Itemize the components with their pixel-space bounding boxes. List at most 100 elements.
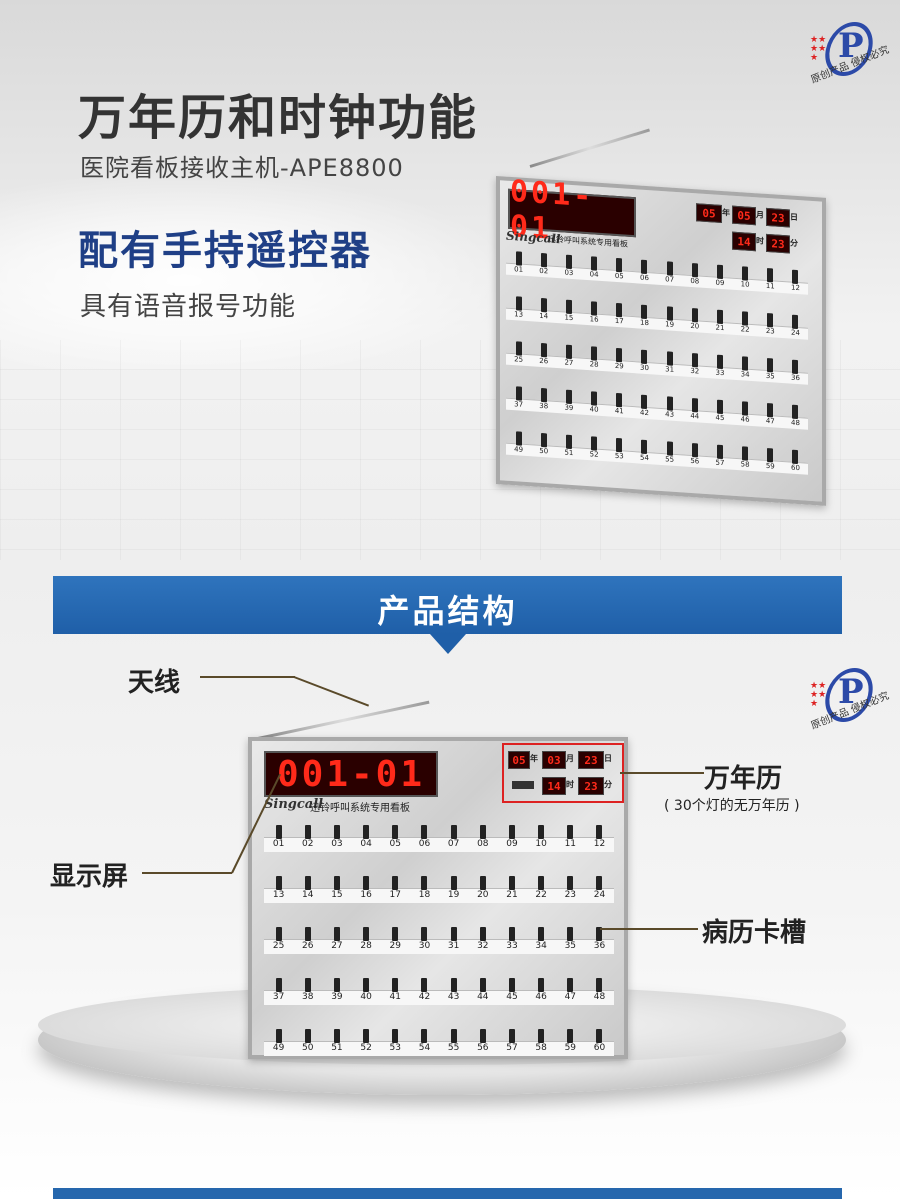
card-slot[interactable]: 22 <box>733 311 758 338</box>
card-slot[interactable]: 06 <box>410 825 439 853</box>
card-slot[interactable]: 20 <box>682 307 707 334</box>
card-slot[interactable]: 08 <box>468 825 497 853</box>
card-slot[interactable]: 46 <box>527 978 556 1006</box>
card-slot[interactable]: 10 <box>527 825 556 853</box>
card-slot[interactable]: 56 <box>682 442 707 469</box>
card-slot[interactable]: 55 <box>439 1029 468 1057</box>
card-slot[interactable]: 32 <box>682 352 707 379</box>
card-slot[interactable]: 36 <box>783 359 808 386</box>
card-slot[interactable]: 11 <box>758 267 783 294</box>
card-slot[interactable]: 47 <box>758 402 783 429</box>
card-slot[interactable]: 24 <box>585 876 614 904</box>
card-slot[interactable]: 39 <box>556 389 581 416</box>
card-slot[interactable]: 50 <box>293 1029 322 1057</box>
card-slot[interactable]: 04 <box>582 256 607 283</box>
card-slot[interactable]: 05 <box>381 825 410 853</box>
card-slot[interactable]: 37 <box>506 386 531 413</box>
card-slot[interactable]: 13 <box>506 296 531 323</box>
card-slot[interactable]: 19 <box>439 876 468 904</box>
card-slot[interactable]: 10 <box>733 266 758 293</box>
card-slot[interactable]: 43 <box>439 978 468 1006</box>
card-slot[interactable]: 47 <box>556 978 585 1006</box>
card-slot[interactable]: 11 <box>556 825 585 853</box>
card-slot[interactable]: 02 <box>293 825 322 853</box>
card-slot[interactable]: 37 <box>264 978 293 1006</box>
card-slot[interactable]: 05 <box>607 257 632 284</box>
card-slot[interactable]: 26 <box>531 342 556 369</box>
card-slot[interactable]: 38 <box>531 387 556 414</box>
card-slot[interactable]: 20 <box>468 876 497 904</box>
card-slot[interactable]: 60 <box>585 1029 614 1057</box>
card-slot[interactable]: 26 <box>293 927 322 955</box>
card-slot[interactable]: 36 <box>585 927 614 955</box>
card-slot[interactable]: 59 <box>556 1029 585 1057</box>
card-slot[interactable]: 45 <box>707 399 732 426</box>
card-slot[interactable]: 23 <box>556 876 585 904</box>
card-slot[interactable]: 04 <box>352 825 381 853</box>
card-slot[interactable]: 58 <box>733 446 758 473</box>
card-slot[interactable]: 28 <box>582 346 607 373</box>
card-slot[interactable]: 45 <box>497 978 526 1006</box>
card-slot[interactable]: 44 <box>682 397 707 424</box>
card-slot[interactable]: 16 <box>582 301 607 328</box>
card-slot[interactable]: 55 <box>657 441 682 468</box>
card-slot[interactable]: 06 <box>632 259 657 286</box>
card-slot[interactable]: 43 <box>657 396 682 423</box>
card-slot[interactable]: 23 <box>758 312 783 339</box>
card-slot[interactable]: 09 <box>497 825 526 853</box>
card-slot[interactable]: 27 <box>556 344 581 371</box>
card-slot[interactable]: 51 <box>556 434 581 461</box>
card-slot[interactable]: 38 <box>293 978 322 1006</box>
card-slot[interactable]: 54 <box>632 439 657 466</box>
card-slot[interactable]: 53 <box>381 1029 410 1057</box>
card-slot[interactable]: 21 <box>707 309 732 336</box>
card-slot[interactable]: 35 <box>758 357 783 384</box>
card-slot[interactable]: 49 <box>264 1029 293 1057</box>
card-slot[interactable]: 14 <box>293 876 322 904</box>
card-slot[interactable]: 53 <box>607 437 632 464</box>
card-slot[interactable]: 28 <box>352 927 381 955</box>
card-slot[interactable]: 54 <box>410 1029 439 1057</box>
card-slot[interactable]: 21 <box>497 876 526 904</box>
card-slot[interactable]: 60 <box>783 449 808 476</box>
card-slot[interactable]: 39 <box>322 978 351 1006</box>
card-slot[interactable]: 29 <box>607 347 632 374</box>
card-slot[interactable]: 17 <box>607 302 632 329</box>
card-slot[interactable]: 56 <box>468 1029 497 1057</box>
card-slot[interactable]: 34 <box>527 927 556 955</box>
card-slot[interactable]: 33 <box>707 354 732 381</box>
card-slot[interactable]: 18 <box>632 304 657 331</box>
card-slot[interactable]: 46 <box>733 401 758 428</box>
card-slot[interactable]: 57 <box>707 444 732 471</box>
card-slot[interactable]: 15 <box>322 876 351 904</box>
card-slot[interactable]: 49 <box>506 431 531 458</box>
card-slot[interactable]: 02 <box>531 252 556 279</box>
card-slot[interactable]: 08 <box>682 262 707 289</box>
card-slot[interactable]: 57 <box>497 1029 526 1057</box>
card-slot[interactable]: 32 <box>468 927 497 955</box>
card-slot[interactable]: 03 <box>322 825 351 853</box>
card-slot[interactable]: 24 <box>783 314 808 341</box>
card-slot[interactable]: 22 <box>527 876 556 904</box>
card-slot[interactable]: 14 <box>531 297 556 324</box>
card-slot[interactable]: 07 <box>657 261 682 288</box>
card-slot[interactable]: 30 <box>632 349 657 376</box>
card-slot[interactable]: 42 <box>410 978 439 1006</box>
card-slot[interactable]: 48 <box>585 978 614 1006</box>
card-slot[interactable]: 33 <box>497 927 526 955</box>
card-slot[interactable]: 30 <box>410 927 439 955</box>
card-slot[interactable]: 40 <box>582 391 607 418</box>
card-slot[interactable]: 15 <box>556 299 581 326</box>
card-slot[interactable]: 58 <box>527 1029 556 1057</box>
card-slot[interactable]: 12 <box>585 825 614 853</box>
card-slot[interactable]: 31 <box>439 927 468 955</box>
card-slot[interactable]: 35 <box>556 927 585 955</box>
card-slot[interactable]: 52 <box>582 436 607 463</box>
card-slot[interactable]: 41 <box>607 392 632 419</box>
card-slot[interactable]: 34 <box>733 356 758 383</box>
card-slot[interactable]: 19 <box>657 306 682 333</box>
card-slot[interactable]: 29 <box>381 927 410 955</box>
card-slot[interactable]: 44 <box>468 978 497 1006</box>
card-slot[interactable]: 07 <box>439 825 468 853</box>
card-slot[interactable]: 25 <box>506 341 531 368</box>
